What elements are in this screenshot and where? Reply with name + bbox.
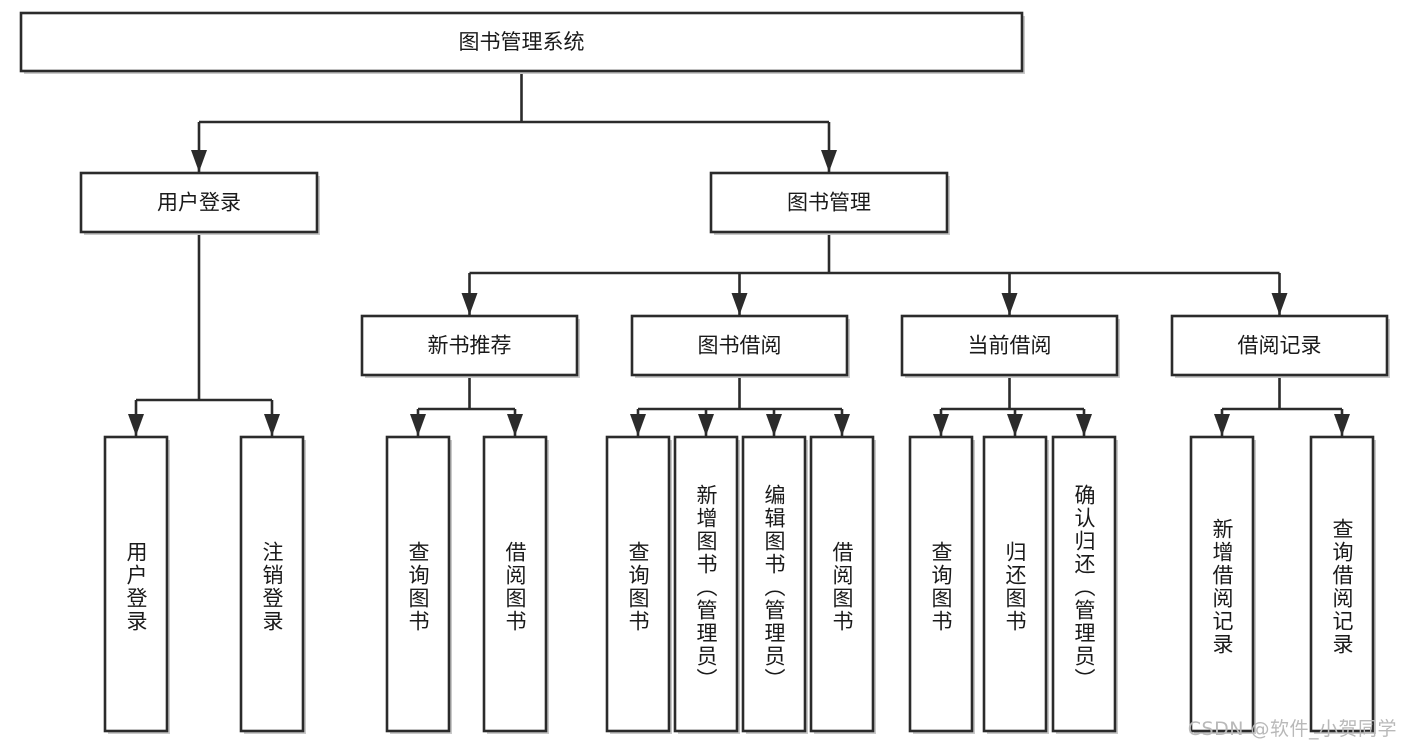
node-leaf-borrow-book-1[interactable] xyxy=(482,435,549,734)
arrow-down-icon xyxy=(731,293,748,315)
connector-layer xyxy=(128,71,1350,436)
node-label: 借阅记录 xyxy=(1238,334,1322,358)
node-box[interactable] xyxy=(673,435,739,733)
node-box[interactable] xyxy=(741,435,807,733)
arrow-down-icon xyxy=(507,414,523,436)
node-leaf-query-book-2[interactable] xyxy=(605,435,672,734)
node-box[interactable] xyxy=(1170,314,1389,377)
node-book-manage[interactable]: 图书管理 xyxy=(709,171,950,235)
node-box[interactable] xyxy=(1051,435,1117,733)
arrow-down-icon xyxy=(766,414,782,436)
arrow-down-icon xyxy=(410,414,426,436)
node-leaf-return-book[interactable] xyxy=(982,435,1049,734)
node-label: 新书推荐 xyxy=(428,334,512,358)
node-box[interactable] xyxy=(103,435,169,733)
arrow-down-icon xyxy=(630,414,646,436)
arrow-down-icon xyxy=(191,150,207,172)
node-box[interactable] xyxy=(385,435,451,733)
node-box[interactable] xyxy=(630,314,849,377)
node-label: 图书管理 xyxy=(787,191,871,215)
node-label: 用户登录 xyxy=(157,191,241,215)
arrow-down-icon xyxy=(264,414,280,436)
node-leaf-confirm-return[interactable] xyxy=(1051,435,1118,734)
node-box[interactable] xyxy=(809,435,875,733)
node-book-borrow[interactable]: 图书借阅 xyxy=(630,314,850,378)
node-user-login[interactable]: 用户登录 xyxy=(79,171,320,235)
node-root[interactable]: 图书管理系统 xyxy=(19,11,1025,74)
node-label: 图书借阅 xyxy=(698,334,782,358)
arrow-down-icon xyxy=(461,293,478,315)
node-box[interactable] xyxy=(709,171,949,234)
arrow-down-icon xyxy=(1007,414,1023,436)
node-leaf-borrow-book-2[interactable] xyxy=(809,435,876,734)
node-label: 当前借阅 xyxy=(968,334,1052,358)
arrow-down-icon xyxy=(1334,414,1350,436)
node-box[interactable] xyxy=(1189,435,1255,733)
node-leaf-query-book-1[interactable] xyxy=(385,435,452,734)
node-box[interactable] xyxy=(239,435,305,733)
node-box[interactable] xyxy=(19,11,1024,73)
arrow-down-icon xyxy=(698,414,714,436)
arrow-down-icon xyxy=(1214,414,1230,436)
node-leaf-add-book[interactable] xyxy=(673,435,740,734)
node-leaf-add-record[interactable] xyxy=(1189,435,1256,734)
arrow-down-icon xyxy=(1271,293,1288,315)
arrow-down-icon xyxy=(1001,293,1018,315)
node-leaf-logout[interactable] xyxy=(239,435,306,734)
node-leaf-user-login[interactable] xyxy=(103,435,170,734)
arrow-down-icon xyxy=(1076,414,1092,436)
node-box[interactable] xyxy=(360,314,579,377)
node-box[interactable] xyxy=(908,435,974,733)
node-leaf-query-book-3[interactable] xyxy=(908,435,975,734)
node-box[interactable] xyxy=(605,435,671,733)
node-box[interactable] xyxy=(900,314,1119,377)
node-current-borrow[interactable]: 当前借阅 xyxy=(900,314,1120,378)
node-borrow-record[interactable]: 借阅记录 xyxy=(1170,314,1390,378)
node-box[interactable] xyxy=(982,435,1048,733)
node-new-book-recommend[interactable]: 新书推荐 xyxy=(360,314,580,378)
arrow-down-icon xyxy=(933,414,949,436)
node-box[interactable] xyxy=(482,435,548,733)
node-leaf-query-record[interactable] xyxy=(1309,435,1376,734)
arrow-down-icon xyxy=(821,150,837,172)
node-box[interactable] xyxy=(1309,435,1375,733)
watermark-text: CSDN @软件_小贺同学 xyxy=(1187,718,1397,740)
node-leaf-edit-book[interactable] xyxy=(741,435,808,734)
node-label: 图书管理系统 xyxy=(459,30,585,54)
node-box[interactable] xyxy=(79,171,319,234)
arrow-down-icon xyxy=(128,414,144,436)
arrow-down-icon xyxy=(834,414,850,436)
